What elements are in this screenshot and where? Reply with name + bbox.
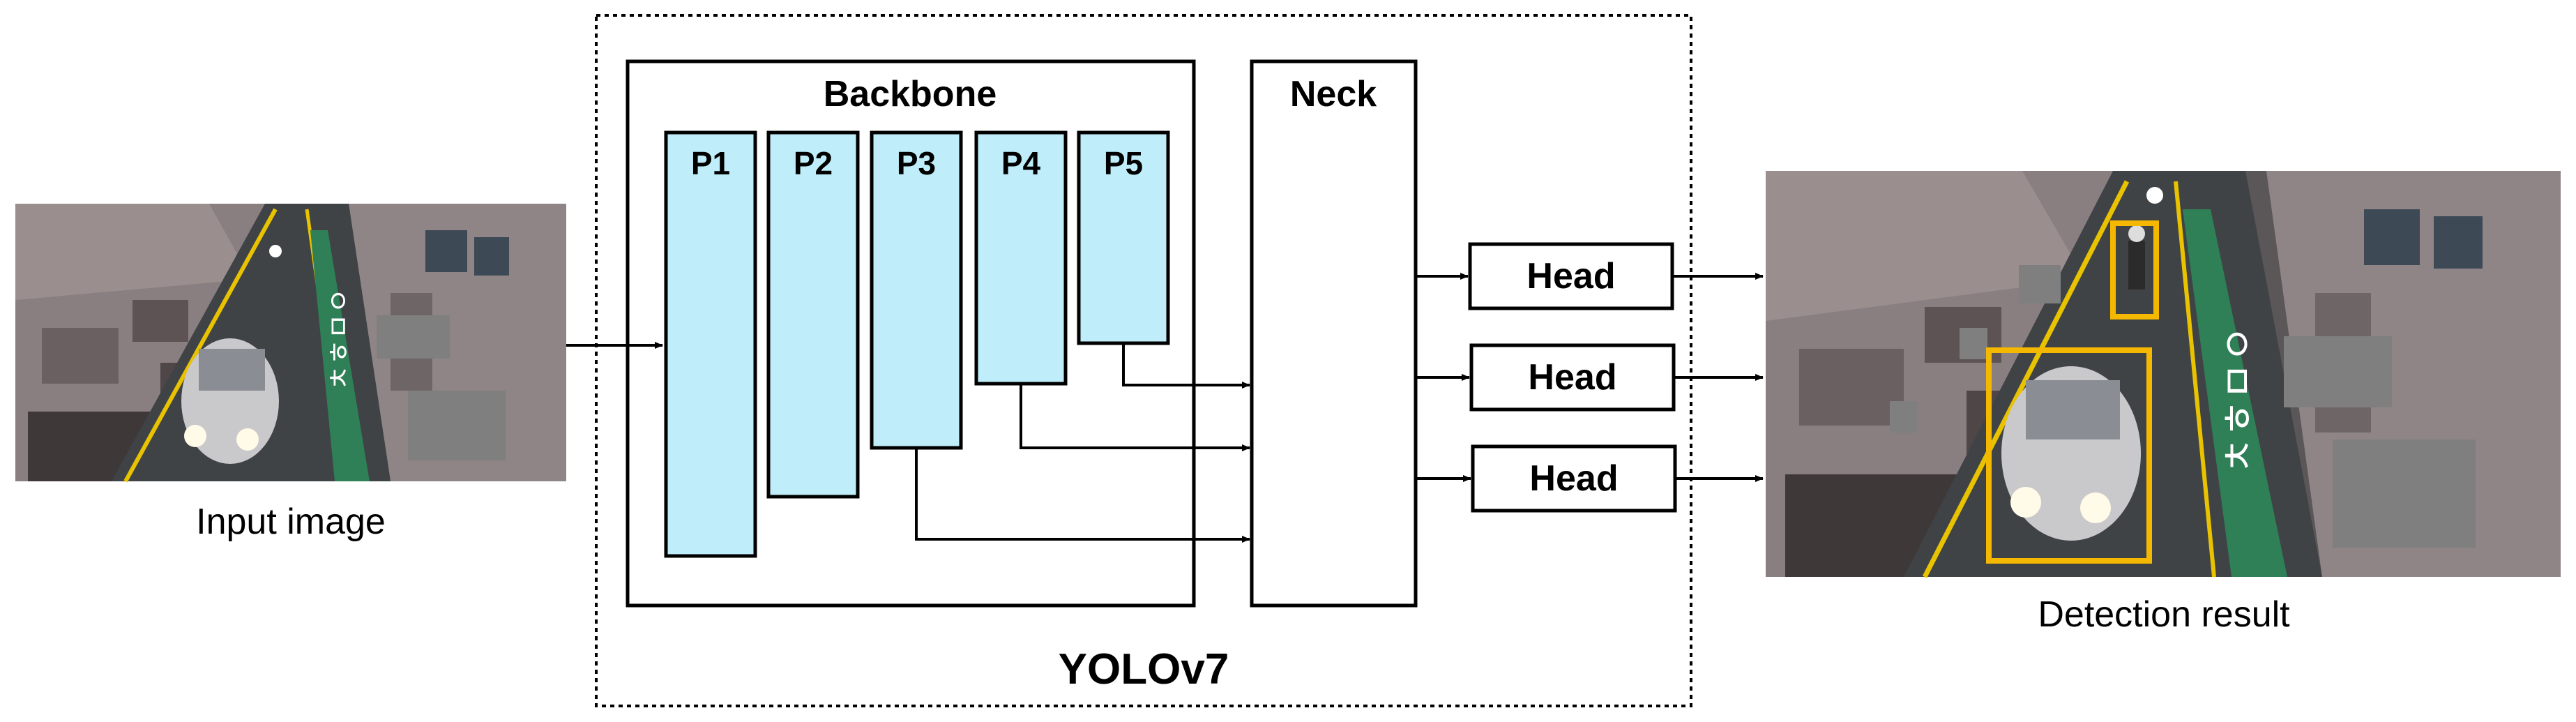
head-label-3: Head <box>1529 458 1618 499</box>
stage-p3-label: P3 <box>897 145 936 181</box>
arrow-p3-to-neck <box>915 448 1250 543</box>
stage-p5 <box>1077 130 1170 345</box>
detection-box-motorbike <box>2110 220 2159 319</box>
stage-p3 <box>870 130 963 450</box>
detection-box-car <box>1986 347 2152 564</box>
head-box-1 <box>1468 242 1674 310</box>
head-label-2: Head <box>1528 357 1616 398</box>
arrow-p4-to-neck <box>1020 384 1250 451</box>
stage-p1 <box>664 130 757 558</box>
stage-p4-label: P4 <box>1001 145 1041 181</box>
svg-text:ㅊㅎㅁㅇ: ㅊㅎㅁㅇ <box>324 288 356 391</box>
detection-result-image: ㅊㅎㅁㅇ <box>1766 171 2561 578</box>
stage-p4 <box>974 130 1068 386</box>
neck-title: Neck <box>1290 74 1377 114</box>
svg-text:ㅊㅎㅁㅇ: ㅊㅎㅁㅇ <box>2215 326 2262 474</box>
arrow-p5-to-neck <box>1122 343 1250 389</box>
neck-box <box>1250 59 1418 608</box>
stage-p2 <box>766 130 860 499</box>
backbone-title: Backbone <box>824 74 997 114</box>
stage-p1-label: P1 <box>691 145 730 181</box>
model-label: YOLOv7 <box>1059 645 1229 693</box>
stage-p5-label: P5 <box>1104 145 1143 181</box>
backbone-stages: P1 P2 P3 P4 P5 <box>664 130 1170 558</box>
head-label-1: Head <box>1526 256 1615 296</box>
stage-p2-label: P2 <box>794 145 833 181</box>
yolov7-frame <box>595 14 1692 707</box>
input-image: ㅊㅎㅁㅇ <box>15 204 566 483</box>
output-caption: Detection result <box>2038 594 2290 635</box>
head-box-2 <box>1469 343 1676 412</box>
input-caption: Input image <box>196 502 386 542</box>
connections <box>566 273 1764 543</box>
